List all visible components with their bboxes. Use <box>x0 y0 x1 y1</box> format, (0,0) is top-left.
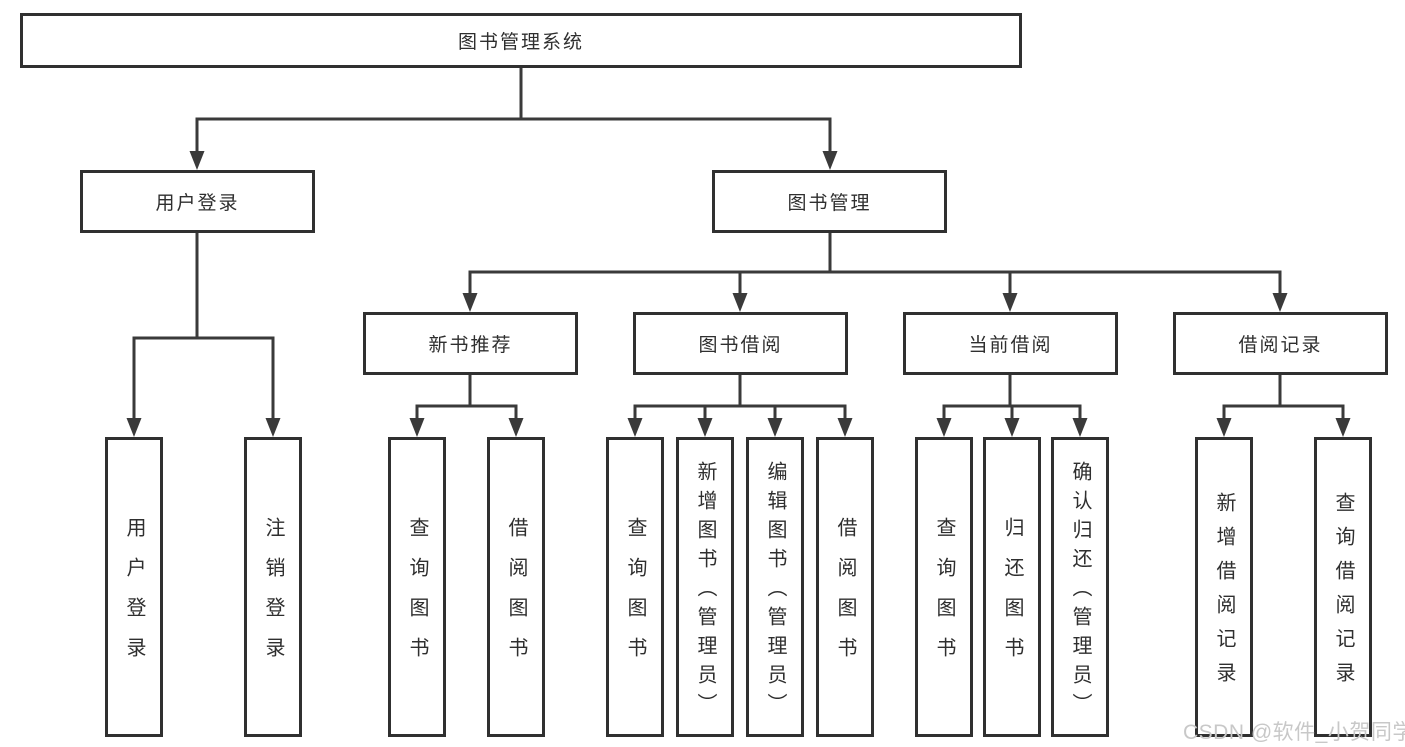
node-current-borrowing: 当前借阅 <box>903 312 1118 375</box>
node-label: 用户登录 <box>155 193 240 214</box>
node-confirm-return-admin: 确认归还（管理员） <box>1051 437 1109 737</box>
node-label: 借阅图书 <box>505 517 527 677</box>
node-label: 注销登录 <box>262 517 284 677</box>
node-query-books-borrow: 查询图书 <box>606 437 664 737</box>
node-return-books: 归还图书 <box>983 437 1041 737</box>
node-label: 新书推荐 <box>428 335 513 356</box>
node-user-login: 用户登录 <box>105 437 163 737</box>
arrowheads <box>126 151 1351 437</box>
node-add-books-admin: 新增图书（管理员） <box>676 437 734 737</box>
node-add-borrow-record: 新增借阅记录 <box>1195 437 1253 737</box>
node-borrow-books-recommend: 借阅图书 <box>487 437 545 737</box>
node-label: 借阅记录 <box>1238 335 1323 356</box>
node-query-books-recommend: 查询图书 <box>388 437 446 737</box>
watermark-text: CSDN @软件_小贺同学 <box>1183 721 1405 744</box>
node-book-management: 图书管理 <box>712 170 947 233</box>
node-borrowing-records: 借阅记录 <box>1173 312 1388 375</box>
node-query-borrow-record: 查询借阅记录 <box>1314 437 1372 737</box>
node-label: 查询借阅记录 <box>1332 492 1354 696</box>
node-book-borrowing: 图书借阅 <box>633 312 848 375</box>
node-user-login-module: 用户登录 <box>80 170 315 233</box>
node-label: 新增借阅记录 <box>1213 492 1235 696</box>
node-query-books-current: 查询图书 <box>915 437 973 737</box>
node-library-management-system: 图书管理系统 <box>20 13 1022 68</box>
node-label: 新增图书（管理员） <box>694 461 716 722</box>
node-borrow-books: 借阅图书 <box>816 437 874 737</box>
node-label: 编辑图书（管理员） <box>764 461 786 722</box>
node-label: 图书借阅 <box>698 335 783 356</box>
node-label: 用户登录 <box>123 517 145 677</box>
node-logout: 注销登录 <box>244 437 302 737</box>
node-label: 查询图书 <box>933 517 955 677</box>
node-label: 图书管理系统 <box>457 32 584 53</box>
node-edit-books-admin: 编辑图书（管理员） <box>746 437 804 737</box>
node-label: 查询图书 <box>624 517 646 677</box>
node-label: 图书管理 <box>787 193 872 214</box>
node-new-book-recommendation: 新书推荐 <box>363 312 578 375</box>
node-label: 确认归还（管理员） <box>1069 461 1091 722</box>
node-label: 归还图书 <box>1001 517 1023 677</box>
node-label: 借阅图书 <box>834 517 856 677</box>
node-label: 查询图书 <box>406 517 428 677</box>
node-label: 当前借阅 <box>968 335 1053 356</box>
